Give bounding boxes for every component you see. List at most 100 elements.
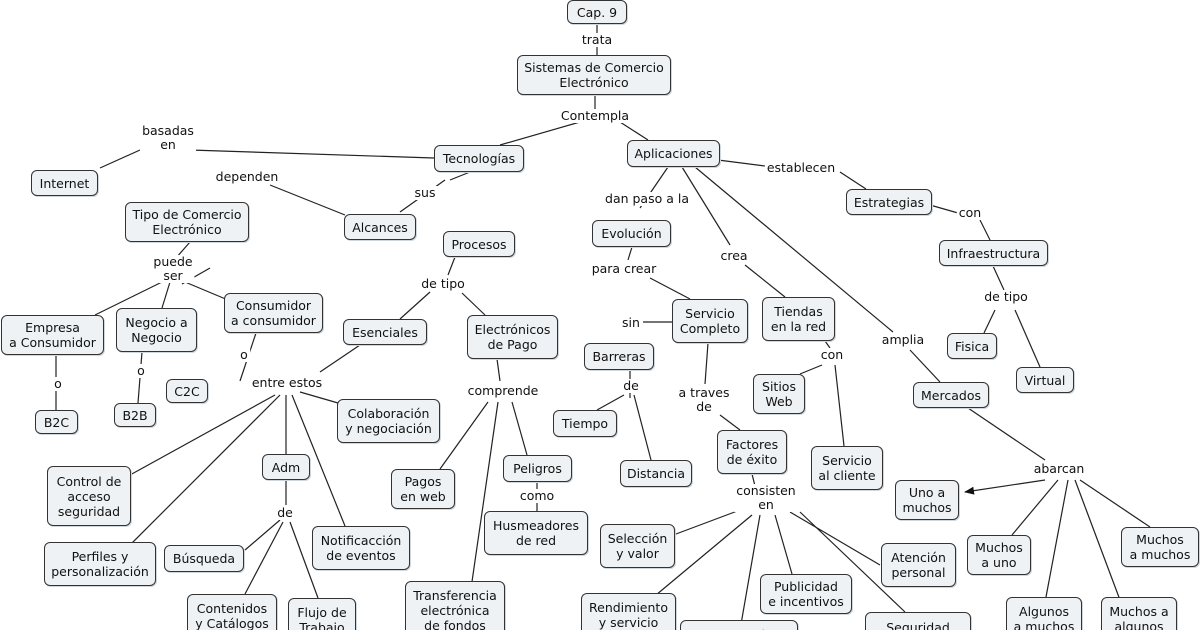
link-de-tipo-infraestructura: de tipo: [982, 289, 1030, 304]
concept-atencion-personal: Atención personal: [881, 543, 956, 587]
concept-algunos-muchos: Algunos a muchos: [1006, 597, 1082, 630]
concept-esenciales: Esenciales: [343, 319, 427, 345]
concept-servicio-completo: Servicio Completo: [672, 299, 748, 343]
connector-line-63: [694, 166, 894, 333]
connector-line-56: [717, 159, 766, 167]
connector-line-41: [633, 394, 652, 461]
concept-adm: Adm: [262, 454, 310, 480]
concept-perfiles: Perfiles y personalización: [44, 542, 156, 586]
concept-infraestructura: Infraestructura: [939, 240, 1048, 266]
connector-line-13: [184, 281, 229, 301]
concept-colaboracion: Colaboración y negociación: [337, 399, 440, 443]
concept-contenidos: Contenidos y Catálogos: [187, 594, 277, 630]
connector-line-27: [244, 519, 281, 551]
link-trata: trata: [579, 32, 615, 47]
link-puede-ser: puede ser: [151, 254, 195, 283]
connector-line-28: [244, 521, 284, 595]
connector-line-55: [834, 364, 845, 447]
concept-publicidad: Publicidad e incentivos: [760, 574, 852, 614]
connector-line-49: [789, 511, 881, 566]
link-de-barreras: de: [621, 378, 641, 393]
concept-tipo-comercio: Tipo de Comercio Electrónico: [125, 202, 249, 242]
concept-busqueda: Búsqueda: [164, 545, 244, 572]
connector-line-60: [992, 265, 1005, 291]
link-o-3: o: [238, 347, 250, 362]
connector-line-29: [289, 521, 319, 599]
concept-internet: Internet: [31, 170, 98, 196]
link-o-1: o: [52, 376, 64, 391]
concept-c2c: C2C: [166, 379, 208, 403]
concept-seguridad: Seguridad: [865, 612, 971, 630]
connector-line-36: [627, 246, 633, 261]
concept-pagos-web: Pagos en web: [391, 469, 455, 509]
connector-line-22: [124, 394, 281, 551]
connector-line-18: [399, 291, 431, 320]
connector-line-4: [99, 149, 141, 169]
concept-uno-muchos: Uno a muchos: [895, 480, 959, 520]
concept-empresa-consumidor: Empresa a Consumidor: [1, 315, 104, 355]
concept-peligros: Peligros: [503, 455, 572, 482]
connector-line-11: [94, 281, 163, 316]
concept-evolucion: Evolución: [592, 220, 671, 247]
concept-sitios-web: Sitios Web: [753, 374, 805, 414]
link-establecen: establecen: [764, 160, 838, 175]
connector-line-61: [983, 309, 996, 334]
connector-line-31: [439, 401, 489, 470]
connector-line-21: [129, 394, 276, 476]
connector-line-40: [596, 394, 625, 411]
link-consisten-en: consisten en: [734, 483, 798, 512]
link-a-traves-de: a traves de: [676, 385, 732, 414]
connector-line-54: [799, 364, 823, 375]
connector-line-24: [291, 394, 346, 527]
concept-barreras: Barreras: [584, 343, 654, 370]
concept-muchos-algunos: Muchos a algunos: [1101, 597, 1177, 630]
link-comprende: comprende: [465, 383, 541, 398]
connector-line-51: [681, 166, 731, 246]
connector-line-30: [496, 358, 501, 382]
concept-sistemas-comercio: Sistemas de Comercio Electrónico: [517, 55, 671, 95]
connector-line-66: [1011, 479, 1059, 536]
concept-virtual: Virtual: [1016, 367, 1074, 393]
concept-notificacion: Notificacción de eventos: [312, 526, 410, 570]
concept-flujo-trabajo: Flujo de Trabajo: [288, 598, 356, 630]
connector-line-53: [824, 340, 831, 349]
concept-b2c: B2C: [35, 410, 78, 434]
concept-muchos-uno: Muchos a uno: [967, 535, 1031, 575]
connector-line-48: [774, 514, 793, 575]
connector-line-50: [799, 511, 906, 613]
link-como: como: [517, 488, 557, 503]
connector-line-2: [499, 121, 581, 146]
concept-procesos: Procesos: [443, 231, 515, 257]
concept-tiendas-red: Tiendas en la red: [762, 297, 835, 341]
link-dan-paso: dan paso a la: [603, 191, 691, 206]
concept-rendimiento: Rendimiento y servicio: [581, 593, 676, 630]
concept-distancia: Distancia: [620, 460, 692, 487]
connector-line-65: [967, 407, 1046, 461]
concept-estrategias: Estrategias: [846, 189, 932, 215]
connector-line-59: [979, 219, 991, 241]
link-con-tiendas: con: [818, 347, 846, 362]
connector-line-64: [909, 349, 941, 383]
concept-muchos-muchos: Muchos a muchos: [1121, 527, 1199, 567]
link-abarcan: abarcan: [1031, 461, 1087, 476]
connector-line-8: [449, 171, 471, 181]
concept-cap9: Cap. 9: [567, 0, 627, 24]
concept-aceptacion: Aceptación: [680, 620, 798, 630]
connector-line-20: [319, 344, 361, 373]
connector-line-12: [161, 281, 171, 309]
link-basadas-en: basadas en: [140, 123, 196, 152]
link-entre-estos: entre estos: [249, 375, 325, 390]
concept-factores-exito: Factores de éxito: [717, 430, 787, 474]
connector-line-3: [619, 121, 649, 141]
connector-line-5: [189, 149, 435, 159]
connector-line-57: [839, 171, 867, 190]
connector-line-68: [1074, 479, 1121, 601]
connector-line-46: [649, 514, 753, 601]
concept-transferencia: Transferencia electrónica de fondos: [405, 581, 505, 630]
link-de-adm: de: [275, 505, 295, 520]
connector-line-43: [719, 414, 741, 431]
concept-seleccion-valor: Selección y valor: [600, 524, 675, 568]
concept-alcances: Alcances: [344, 214, 416, 240]
connector-line-33: [511, 401, 528, 456]
